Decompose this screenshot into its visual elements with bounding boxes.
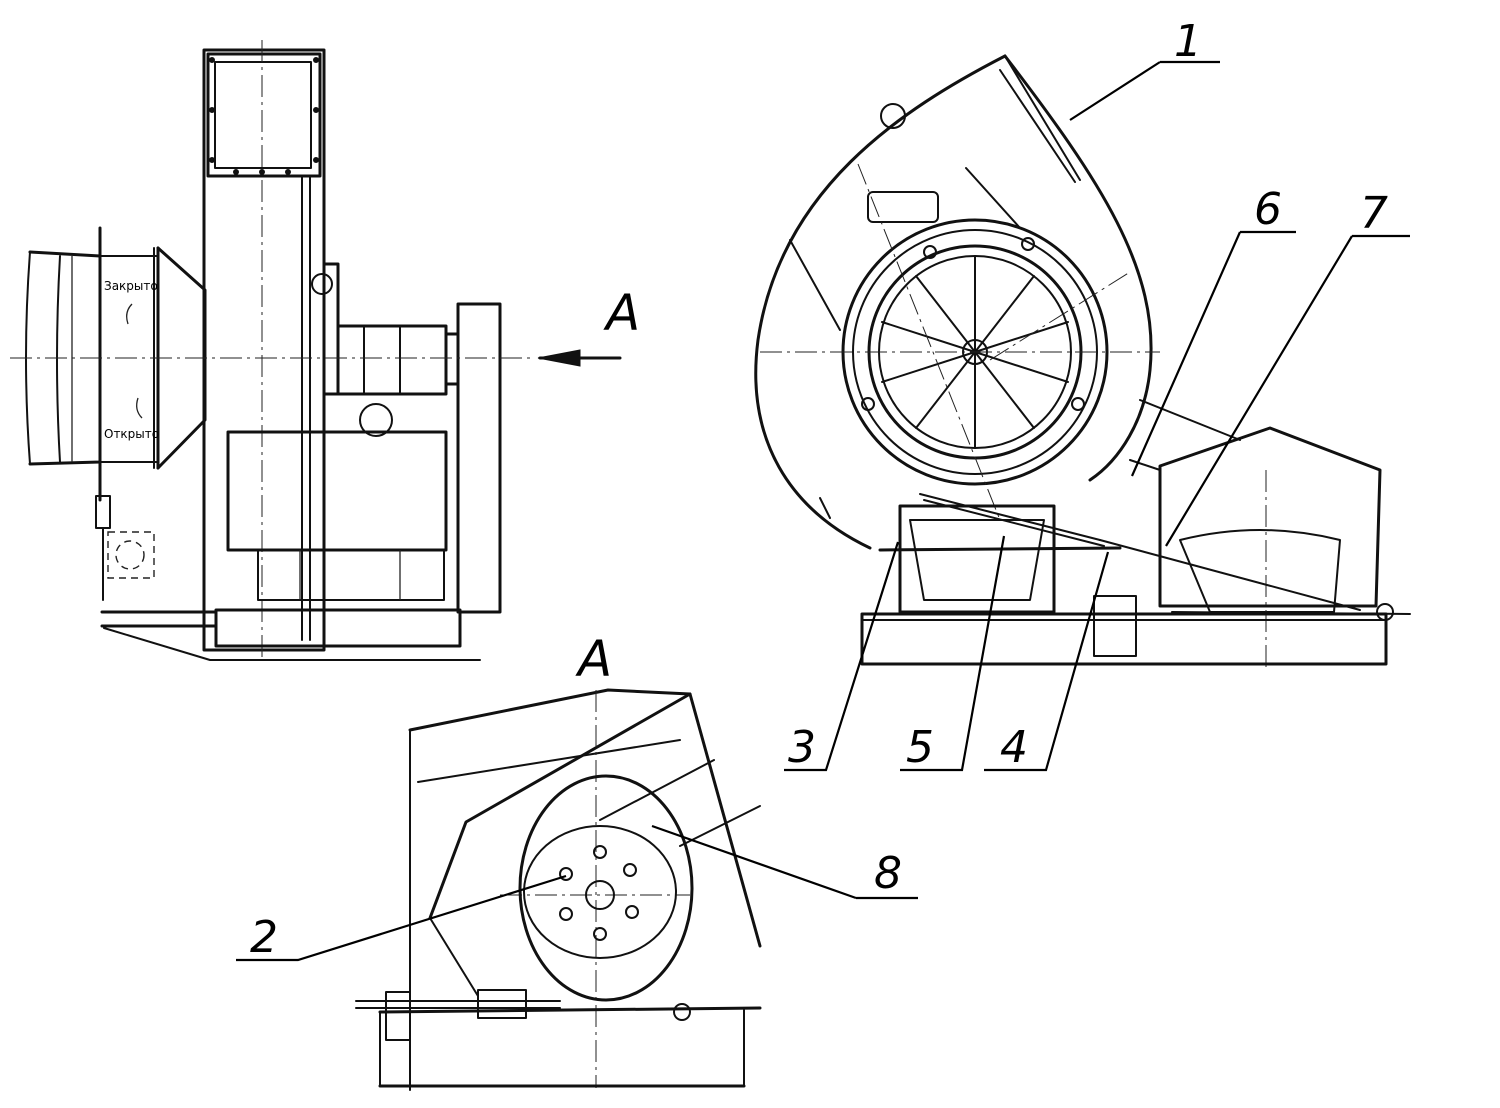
open-label: Открыто [104,427,159,441]
callout-8: 8 [874,848,902,899]
view-a: A [355,630,762,1091]
callout-5: 5 [906,722,934,773]
impeller-blades [881,255,1069,449]
callouts: 1 6 7 3 5 4 2 8 [236,16,1410,963]
callout-1: 1 [1174,16,1202,67]
callout-2: 2 [250,912,278,963]
view-a-label: A [603,284,640,342]
callout-4: 4 [1000,722,1028,773]
callout-3: 3 [788,722,816,773]
side-view: Закрыто Открыто A [10,40,640,661]
callout-7: 7 [1360,188,1388,239]
callout-6: 6 [1254,184,1282,235]
view-a-section-label: A [575,630,612,688]
front-view [754,54,1411,670]
closed-label: Закрыто [104,279,158,293]
hub-bolts [559,845,639,941]
